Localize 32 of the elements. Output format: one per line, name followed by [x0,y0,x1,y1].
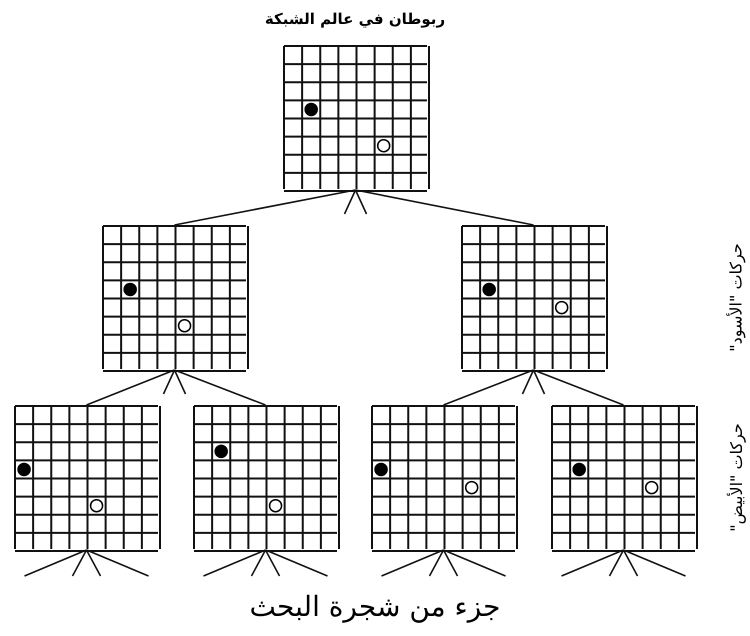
branch-stub-line [72,550,88,576]
branch-stub-line [622,550,638,576]
tree-branch-line [174,369,266,406]
level-label: حركات "الأبيض" [726,422,746,532]
branch-stub-line [561,549,624,577]
branch-stub-line [532,370,546,394]
branch-stub-line [265,549,328,577]
branch-stub-line [344,190,356,214]
branch-stub-line [86,549,149,577]
branch-stub-line [522,370,534,394]
tree-branch-line [533,369,624,406]
branch-stub-line [250,550,266,576]
branch-stub-line [86,550,102,576]
diagram-caption: جزء من شجرة البحث [248,590,502,623]
level-label: حركات "الأسود" [726,242,746,352]
tree-branch-line [174,189,356,226]
tree-branch-line [443,369,534,406]
branch-stub-line [443,549,506,577]
branch-stub-line [623,549,686,577]
branch-stub-line [174,370,186,394]
diagram-title: ربوطان في عالم الشبكة [264,10,446,28]
branch-stub-line [24,549,87,577]
tree-branch-line [86,369,175,406]
branch-stub-line [162,370,176,394]
branch-stub-line [608,550,624,576]
branch-stub-line [354,190,368,214]
branch-stub-line [381,549,444,577]
tree-branch-line [355,189,534,226]
branch-stub-line [428,550,444,576]
branch-stub-line [264,550,280,576]
branch-stub-line [203,549,266,577]
branch-stub-line [442,550,458,576]
